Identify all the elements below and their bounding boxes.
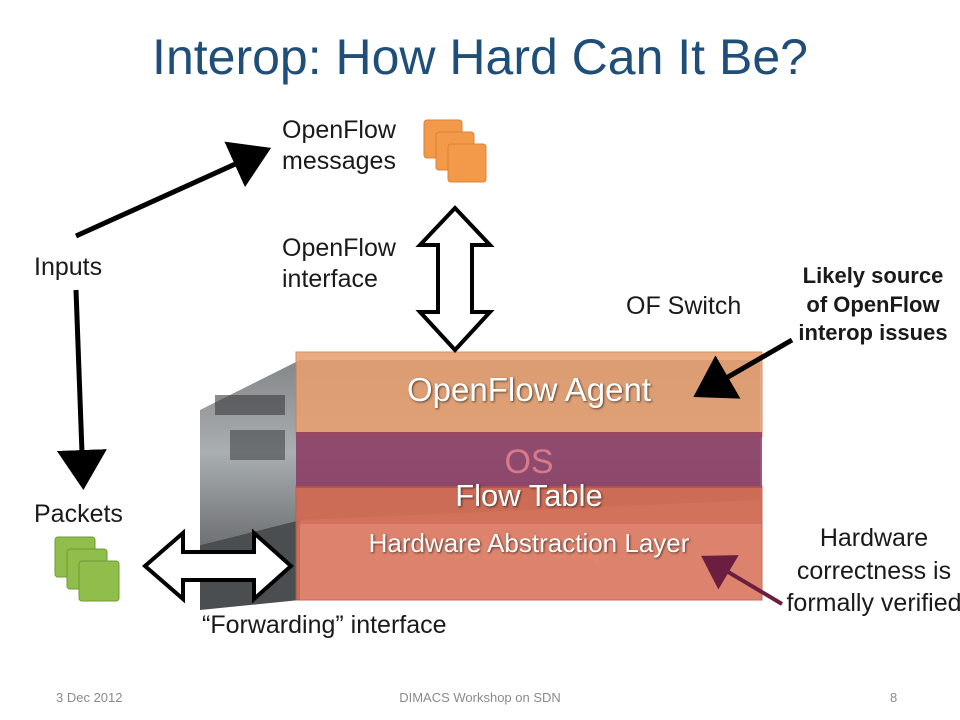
of-switch-label: OF Switch [626,292,742,320]
inputs-to-messages-arrow [74,141,272,239]
openflow-messages-icon [423,119,487,183]
footer-date: 3 Dec 2012 [56,690,123,705]
silicon-chip-ghost-label: Silicon Chip [447,530,611,565]
hardware-verified-arrow [701,555,784,606]
flow-table-label: Flow Table [455,478,603,513]
inputs-to-packets-arrow [56,289,107,490]
openflow-messages-label: OpenFlow messages [282,116,396,176]
likely-source-arrow [693,337,794,399]
os-label: OS [504,443,554,481]
flow-table-band [296,486,762,524]
slide-title: Interop: How Hard Can It Be? [152,29,808,85]
hardware-verified-label: Hardware correctness is formally verifie… [786,524,960,617]
openflow-interface-label: OpenFlow interface [282,234,396,294]
footer-event: DIMACS Workshop on SDN [399,690,561,705]
openflow-agent-box [295,351,763,438]
os-box [296,432,762,488]
packets-label: Packets [34,500,123,528]
openflow-agent-label: OpenFlow Agent [407,371,651,408]
likely-source-label: Likely source of OpenFlow interop issues [798,263,948,346]
packets-icon [54,536,120,602]
forwarding-interface-double-arrow [141,528,295,604]
openflow-interface-double-arrow [415,205,495,353]
footer-page-number: 8 [890,690,898,705]
hal-label: Hardware Abstraction Layer [368,528,690,558]
inputs-label: Inputs [34,253,103,281]
forwarding-interface-label: “Forwarding” interface [202,611,447,639]
